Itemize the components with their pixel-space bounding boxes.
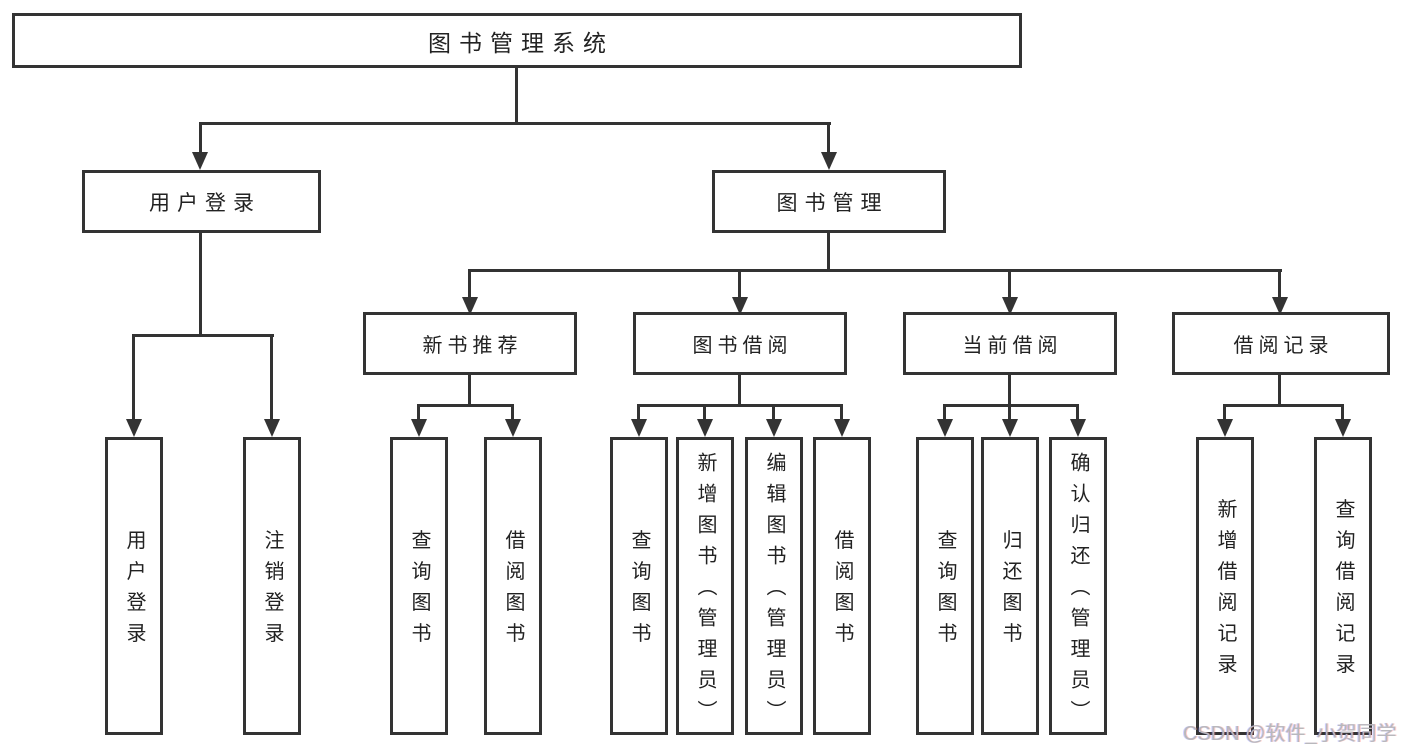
- leaf-add-borrow-record: 新增借阅记录: [1196, 437, 1254, 735]
- connector-to-book-borrow: [738, 269, 741, 299]
- connector-to-leaf: [943, 404, 946, 421]
- leaf-add-books-admin-label: 新增图书（管理员）: [694, 452, 716, 731]
- node-root: 图书管理系统: [12, 13, 1022, 68]
- connector-to-leaf: [417, 404, 420, 421]
- arrow-down-icon: [937, 419, 953, 437]
- watermark-text: CSDN @软件_小贺同学: [1183, 723, 1397, 745]
- leaf-edit-books-admin: 编辑图书（管理员）: [745, 437, 803, 735]
- connector-to-borrow-records: [1278, 269, 1281, 299]
- arrow-down-icon: [1217, 419, 1233, 437]
- node-root-label: 图书管理系统: [428, 29, 614, 56]
- arrow-down-icon: [264, 419, 280, 437]
- connector-trunk: [738, 375, 741, 406]
- connector-to-new-book: [468, 269, 471, 299]
- node-user-login: 用户登录: [82, 170, 321, 233]
- arrow-down-icon: [192, 152, 208, 170]
- leaf-borrow-books-recommend-label: 借阅图书: [502, 529, 524, 654]
- leaf-return-books: 归还图书: [981, 437, 1039, 735]
- connector-book-mgmt-branch: [468, 269, 1282, 272]
- connector-to-leaf: [1341, 404, 1344, 421]
- node-book-management-label: 图书管理: [776, 191, 889, 215]
- connector-to-user-login: [199, 122, 202, 154]
- connector-branch: [1223, 404, 1344, 407]
- arrow-down-icon: [732, 297, 748, 315]
- connector-book-mgmt-trunk: [827, 233, 830, 272]
- leaf-logout: 注销登录: [243, 437, 301, 735]
- connector-to-book-management: [827, 122, 830, 154]
- connector-user-login-branch: [132, 334, 274, 337]
- connector-root-branch: [199, 122, 831, 125]
- leaf-edit-books-admin-label: 编辑图书（管理员）: [763, 452, 785, 731]
- connector-branch: [637, 404, 843, 407]
- arrow-down-icon: [1272, 297, 1288, 315]
- connector-to-leaf: [1076, 404, 1079, 421]
- leaf-logout-label: 注销登录: [261, 529, 283, 654]
- arrow-down-icon: [411, 419, 427, 437]
- leaf-confirm-return-admin: 确认归还（管理员）: [1049, 437, 1107, 735]
- arrow-down-icon: [1070, 419, 1086, 437]
- connector-to-leaf: [270, 334, 273, 420]
- leaf-borrow-books-label: 借阅图书: [831, 529, 853, 654]
- leaf-query-books-current-label: 查询图书: [934, 529, 956, 654]
- connector-branch: [417, 404, 514, 407]
- arrow-down-icon: [697, 419, 713, 437]
- arrow-down-icon: [766, 419, 782, 437]
- node-user-login-label: 用户登录: [149, 191, 261, 215]
- leaf-user-login-label: 用户登录: [123, 529, 145, 654]
- leaf-query-books-recommend: 查询图书: [390, 437, 448, 735]
- connector-to-leaf: [637, 404, 640, 421]
- node-book-management: 图书管理: [712, 170, 946, 233]
- arrow-down-icon: [126, 419, 142, 437]
- arrow-down-icon: [631, 419, 647, 437]
- arrow-down-icon: [821, 152, 837, 170]
- leaf-user-login: 用户登录: [105, 437, 163, 735]
- arrow-down-icon: [1002, 419, 1018, 437]
- connector-trunk: [1008, 375, 1011, 406]
- node-current-borrow-label: 当前借阅: [962, 335, 1063, 357]
- node-book-borrow-label: 图书借阅: [692, 335, 793, 357]
- arrow-down-icon: [1335, 419, 1351, 437]
- leaf-add-books-admin: 新增图书（管理员）: [676, 437, 734, 735]
- connector-to-leaf: [132, 334, 135, 420]
- node-borrow-records-label: 借阅记录: [1233, 335, 1334, 357]
- leaf-confirm-return-admin-label: 确认归还（管理员）: [1067, 452, 1089, 731]
- connector-branch: [943, 404, 1079, 407]
- node-current-borrow: 当前借阅: [903, 312, 1117, 375]
- connector-to-leaf: [772, 404, 775, 421]
- leaf-borrow-books-recommend: 借阅图书: [484, 437, 542, 735]
- connector-root-trunk: [515, 68, 518, 124]
- leaf-query-books-borrow: 查询图书: [610, 437, 668, 735]
- connector-to-leaf: [703, 404, 706, 421]
- node-book-borrow: 图书借阅: [633, 312, 847, 375]
- arrow-down-icon: [834, 419, 850, 437]
- leaf-add-borrow-record-label: 新增借阅记录: [1214, 498, 1236, 685]
- leaf-query-borrow-record: 查询借阅记录: [1314, 437, 1372, 735]
- connector-trunk: [468, 375, 471, 406]
- connector-to-leaf: [840, 404, 843, 421]
- arrow-down-icon: [1002, 297, 1018, 315]
- leaf-return-books-label: 归还图书: [999, 529, 1021, 654]
- node-new-book-recommend: 新书推荐: [363, 312, 577, 375]
- node-new-book-recommend-label: 新书推荐: [422, 335, 523, 357]
- connector-to-current-borrow: [1008, 269, 1011, 299]
- leaf-query-books-current: 查询图书: [916, 437, 974, 735]
- connector-to-leaf: [1223, 404, 1226, 421]
- connector-to-leaf: [1008, 404, 1011, 421]
- leaf-query-books-borrow-label: 查询图书: [628, 529, 650, 654]
- arrow-down-icon: [505, 419, 521, 437]
- node-borrow-records: 借阅记录: [1172, 312, 1390, 375]
- leaf-query-borrow-record-label: 查询借阅记录: [1332, 498, 1354, 685]
- arrow-down-icon: [462, 297, 478, 315]
- leaf-borrow-books: 借阅图书: [813, 437, 871, 735]
- leaf-query-books-recommend-label: 查询图书: [408, 529, 430, 654]
- connector-trunk: [1278, 375, 1281, 406]
- connector-to-leaf: [511, 404, 514, 421]
- connector-user-login-trunk: [199, 233, 202, 336]
